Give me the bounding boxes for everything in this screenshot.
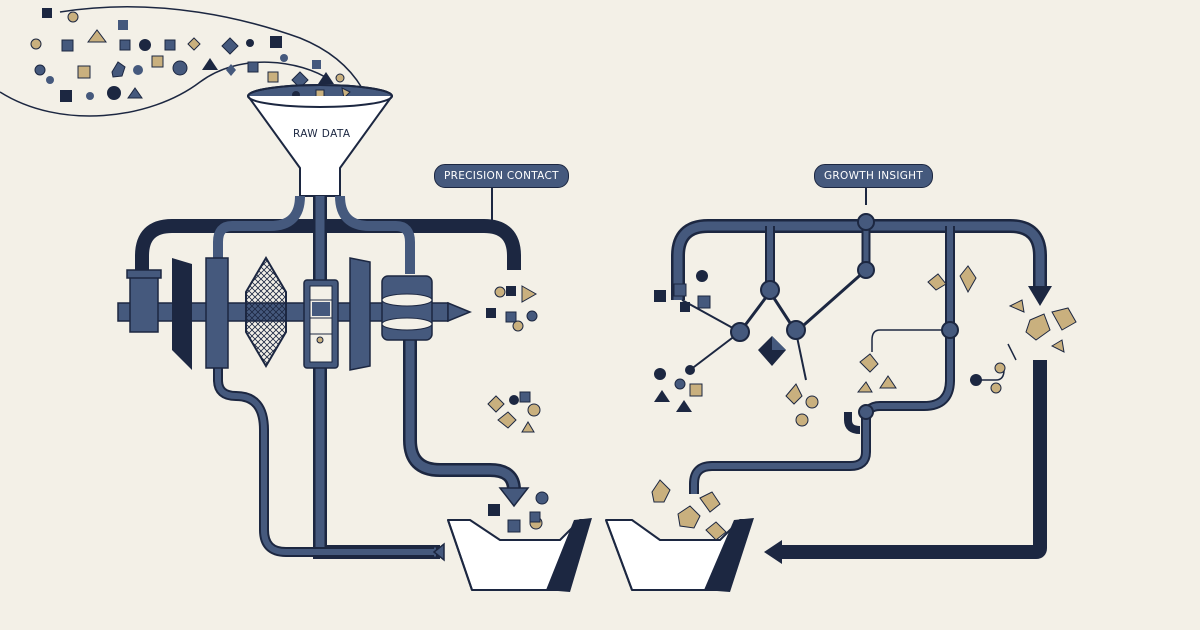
pipe-nodes	[730, 213, 959, 420]
processing-line	[117, 256, 472, 371]
left-pipe-arrowhead	[432, 542, 445, 562]
growth-insight-bin	[605, 479, 754, 592]
left-pipe-network	[135, 188, 521, 559]
growth-insight-shapes	[654, 265, 1077, 427]
diamond-node-facet	[772, 336, 786, 350]
right-pipe-arrowhead	[1028, 286, 1052, 306]
raw-data-label: RAW DATA	[293, 128, 351, 140]
precision-contact-bin	[447, 491, 592, 592]
precision-contact-label: PRECISION CONTACT	[434, 164, 569, 188]
raw-data-funnel	[247, 84, 393, 197]
right-pipe-network	[671, 186, 1047, 559]
right-pipe-arrowhead	[764, 540, 782, 564]
precision-output-shapes	[486, 285, 541, 433]
left-pipe-arrowhead	[498, 487, 530, 508]
raw-data-stream	[0, 6, 363, 117]
growth-insight-label: GROWTH INSIGHT	[814, 164, 934, 188]
